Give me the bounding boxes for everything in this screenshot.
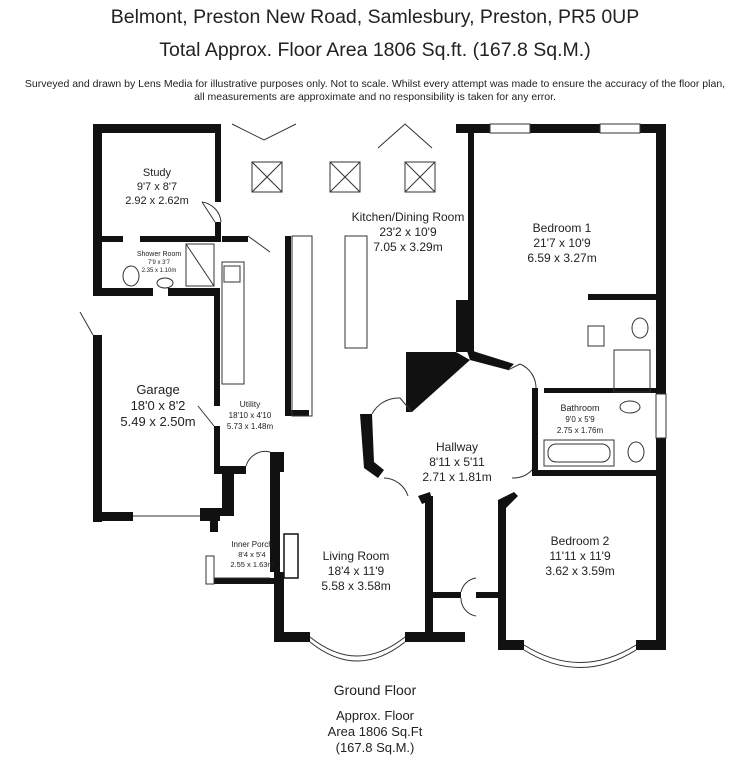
bathroom-name: Bathroom — [560, 403, 599, 413]
bedroom1-metric: 6.59 x 3.27m — [527, 251, 596, 265]
room-labels: Study 9'7 x 8'7 2.92 x 2.62m Shower Room… — [120, 167, 614, 593]
plan-title-area: Total Approx. Floor Area 1806 Sq.ft. (16… — [159, 39, 591, 61]
disclaimer-line-1: Surveyed and drawn by Lens Media for ill… — [24, 78, 726, 90]
bedroom2-metric: 3.62 x 3.59m — [545, 564, 614, 578]
floor-name: Ground Floor — [333, 682, 417, 698]
hallway-name: Hallway — [436, 440, 478, 454]
walls — [93, 124, 666, 650]
area-line-3: (167.8 Sq.M.) — [335, 740, 415, 755]
living-imperial: 18'4 x 11'9 — [328, 564, 385, 578]
shower-metric: 2.35 x 1.10m — [142, 268, 177, 274]
utility-metric: 5.73 x 1.48m — [227, 422, 274, 431]
hallway-metric: 2.71 x 1.81m — [422, 470, 491, 484]
disclaimer-line-2: all measurements are approximate and no … — [194, 91, 556, 103]
fixtures — [79, 123, 667, 668]
study-name: Study — [143, 167, 172, 179]
bathroom-metric: 2.75 x 1.76m — [557, 426, 604, 435]
living-metric: 5.58 x 3.58m — [321, 579, 390, 593]
inner-porch-imperial: 8'4 x 5'4 — [238, 550, 265, 559]
garage-metric: 5.49 x 2.50m — [120, 414, 195, 429]
bedroom1-name: Bedroom 1 — [533, 221, 592, 235]
bedroom1-imperial: 21'7 x 10'9 — [533, 236, 591, 250]
garage-name: Garage — [136, 382, 179, 397]
shower-name: Shower Room — [137, 251, 182, 258]
kitchen-metric: 7.05 x 3.29m — [373, 240, 442, 254]
utility-name: Utility — [240, 399, 262, 409]
plan-title-address: Belmont, Preston New Road, Samlesbury, P… — [110, 6, 640, 28]
disclaimer: Surveyed and drawn by Lens Media for ill… — [0, 78, 750, 104]
area-line-2: Area 1806 Sq.Ft — [327, 724, 423, 739]
garage-imperial: 18'0 x 8'2 — [131, 398, 186, 413]
bedroom2-imperial: 11'11 x 11'9 — [549, 549, 611, 563]
study-imperial: 9'7 x 8'7 — [137, 181, 177, 193]
bathroom-imperial: 9'0 x 5'9 — [565, 415, 595, 424]
shower-imperial: 7'9 x 3'7 — [148, 260, 171, 266]
study-metric: 2.92 x 2.62m — [125, 195, 189, 207]
kitchen-name: Kitchen/Dining Room — [352, 210, 465, 224]
hallway-imperial: 8'11 x 5'11 — [429, 455, 485, 469]
inner-porch-metric: 2.55 x 1.63m — [230, 560, 273, 569]
utility-imperial: 18'10 x 4'10 — [229, 411, 272, 420]
living-name: Living Room — [323, 549, 390, 563]
kitchen-imperial: 23'2 x 10'9 — [379, 225, 437, 239]
inner-porch-name: Inner Porch — [231, 540, 272, 549]
area-line-1: Approx. Floor — [335, 708, 415, 723]
bedroom2-name: Bedroom 2 — [551, 534, 610, 548]
